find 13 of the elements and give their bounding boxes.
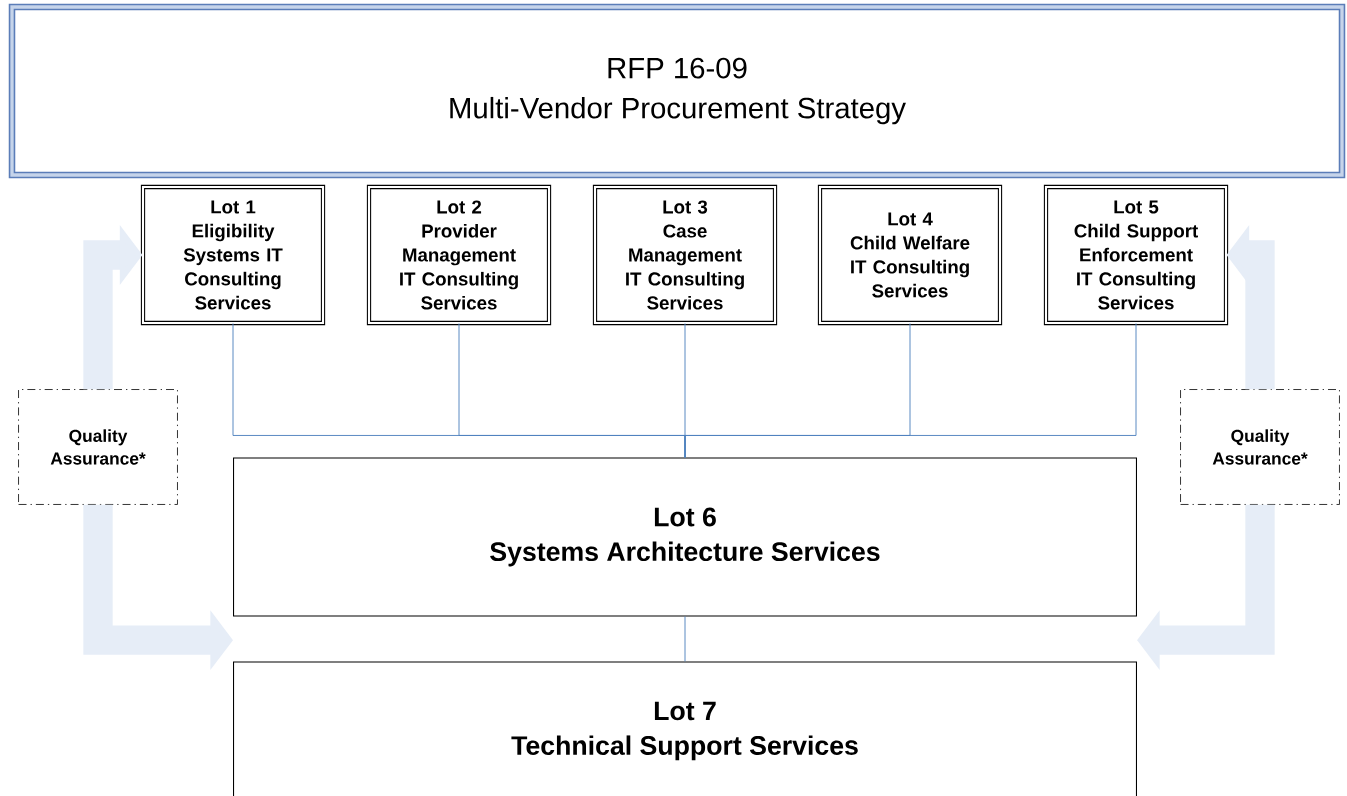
lot-box: Lot 7 Technical Support Services [233, 661, 1137, 796]
quality-assurance-box: Quality Assurance* [18, 389, 178, 505]
lot-box: Lot 1 Eligibility Systems IT Consulting Services [140, 184, 326, 326]
quality-assurance-box: Quality Assurance* [1180, 389, 1340, 505]
connector-line [684, 323, 1137, 458]
lot-box: Lot 3 Case Management IT Consulting Services [592, 184, 778, 326]
block-arrow [1137, 504, 1275, 671]
connector-line [684, 616, 686, 662]
lot-box: Lot 5 Child Support Enforcement IT Consulting Services [1043, 184, 1229, 326]
lot-box: Lot 6 Systems Architecture Services [233, 457, 1137, 617]
lot-box: Lot 2 Provider Management IT Consulting Services [366, 184, 552, 326]
lot-box: Lot 4 Child Welfare IT Consulting Services [817, 184, 1003, 326]
title-banner: RFP 16-09 Multi-Vendor Procurement Strategy [8, 3, 1346, 179]
